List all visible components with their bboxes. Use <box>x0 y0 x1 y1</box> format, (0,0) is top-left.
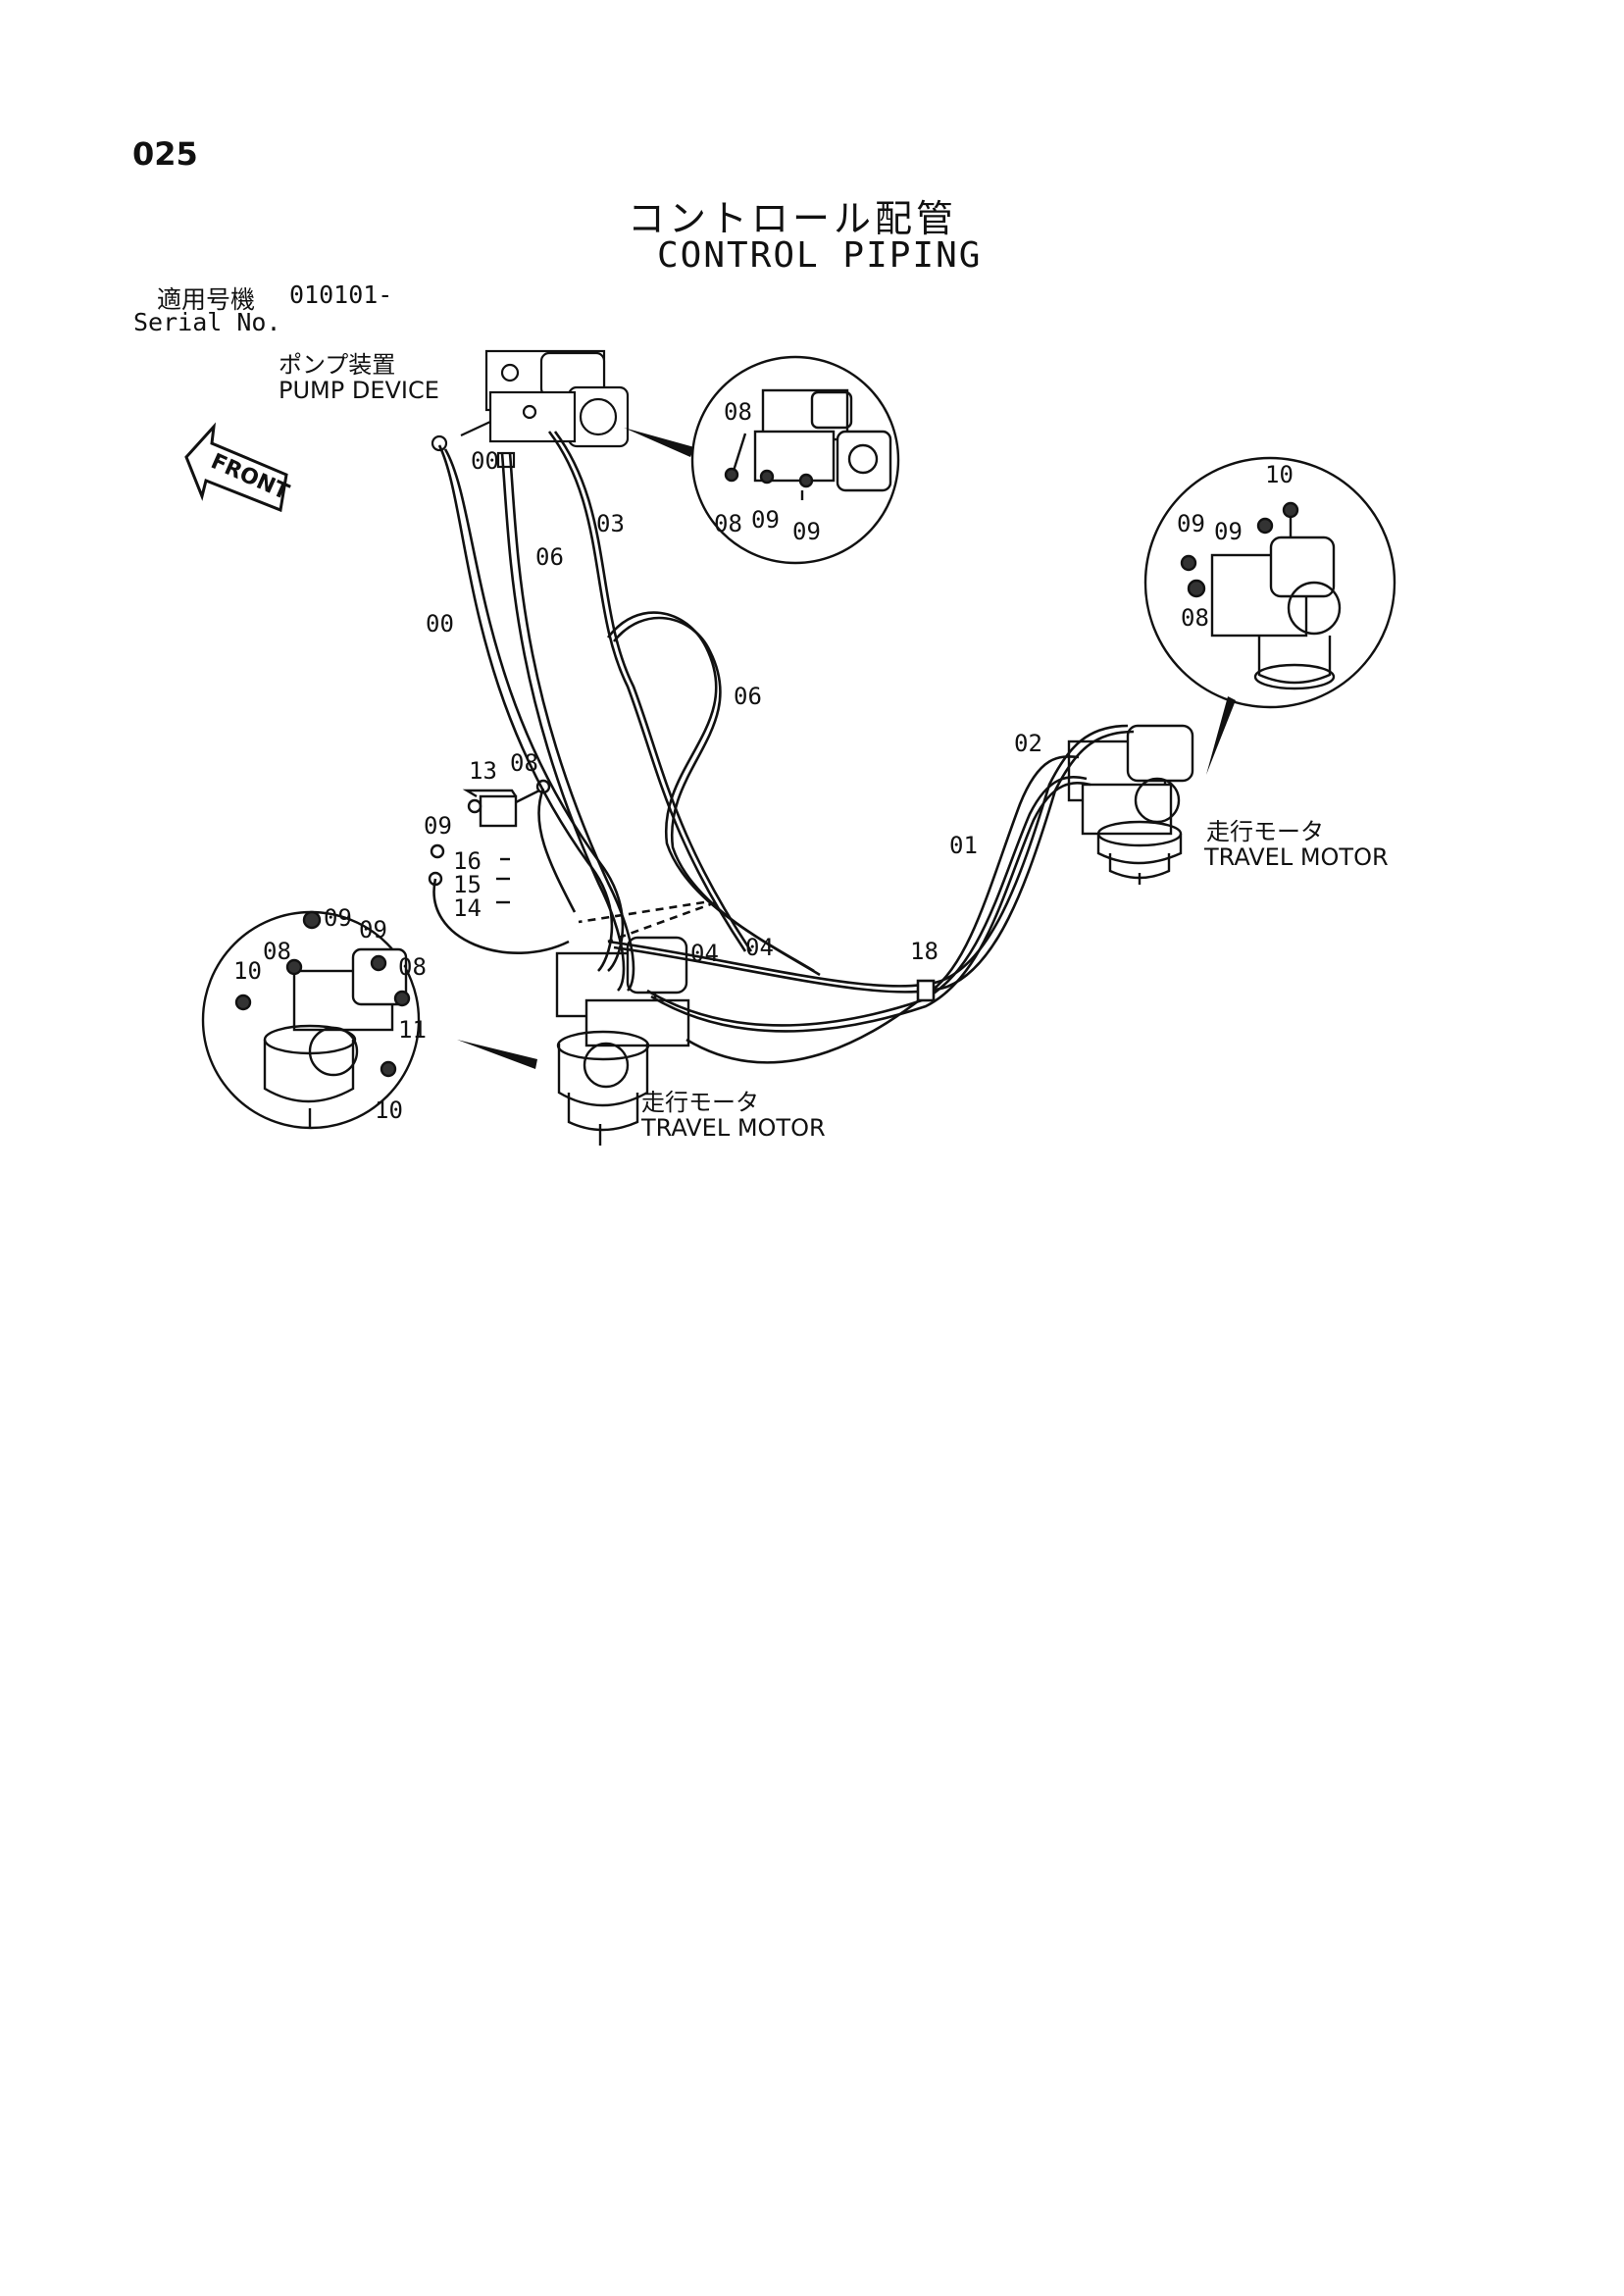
pump-device <box>431 349 630 469</box>
serial-label-japanese: 適用号機 <box>157 285 256 314</box>
pump-detail-pointer <box>624 428 694 457</box>
part-number-label: 02 <box>1014 730 1042 757</box>
pump-device-label: PUMP DEVICE <box>279 377 439 404</box>
front-arrow-icon: FRONT <box>184 422 292 513</box>
part-number-label: 04 <box>690 940 719 967</box>
part-number-label: 09 <box>792 518 821 545</box>
serial-label: Serial No. <box>133 308 281 336</box>
part-number-label: 10 <box>1265 461 1294 488</box>
part-number-label: 11 <box>398 1016 427 1044</box>
part-number-label: 03 <box>596 510 625 537</box>
part-number-label: 08 <box>398 953 427 981</box>
page-title-japanese: コントロール配管 <box>628 197 958 240</box>
part-number-label: 08 <box>714 510 742 537</box>
part-number-label: 18 <box>910 938 939 965</box>
part-number-label: 10 <box>233 957 262 985</box>
hoses <box>432 431 1135 1064</box>
part-number-label: 08 <box>510 749 538 777</box>
part-number-label: 09 <box>359 916 387 944</box>
part-number-label: 08 <box>263 938 291 965</box>
part-number-label: 14 <box>453 894 482 922</box>
right-motor-detail-circle <box>1143 456 1396 709</box>
pump-detail-circle <box>690 355 900 565</box>
serial-number-value: 010101- <box>289 281 393 309</box>
part-number-label: 09 <box>1214 518 1243 545</box>
part-number-label: 09 <box>324 904 352 932</box>
part-number-label: 16 <box>453 847 482 875</box>
part-number-label: 08 <box>1181 604 1209 632</box>
part-number-label: 01 <box>949 832 978 859</box>
relay-valve <box>428 779 551 904</box>
part-number-label: 00 <box>471 447 499 475</box>
left-motor-detail-circle <box>201 910 421 1130</box>
left-travel-motor-label: TRAVEL MOTOR <box>641 1114 826 1142</box>
part-number-label: 09 <box>424 812 452 840</box>
right-motor-detail-pointer <box>1206 696 1236 775</box>
right-travel-motor-label: TRAVEL MOTOR <box>1204 843 1389 871</box>
left-travel-motor-label-japanese: 走行モータ <box>641 1089 759 1116</box>
page-number: 025 <box>132 135 198 173</box>
part-number-label: 15 <box>453 871 482 898</box>
part-number-label: 13 <box>469 757 497 785</box>
part-number-label: 08 <box>724 398 752 426</box>
part-number-label: 09 <box>1177 510 1205 537</box>
part-number-label: 06 <box>734 683 762 710</box>
page-title: CONTROL PIPING <box>657 235 983 276</box>
pump-device-label-japanese: ポンプ装置 <box>279 351 396 379</box>
right-travel-motor-label-japanese: 走行モータ <box>1206 818 1324 845</box>
part-number-label: 09 <box>751 506 780 534</box>
part-number-label: 10 <box>375 1097 403 1124</box>
part-number-label: 04 <box>745 934 774 961</box>
right-travel-motor <box>1067 724 1194 885</box>
left-motor-detail-pointer <box>457 1040 537 1069</box>
part-number-label: 06 <box>535 543 564 571</box>
part-number-label: 00 <box>426 610 454 638</box>
